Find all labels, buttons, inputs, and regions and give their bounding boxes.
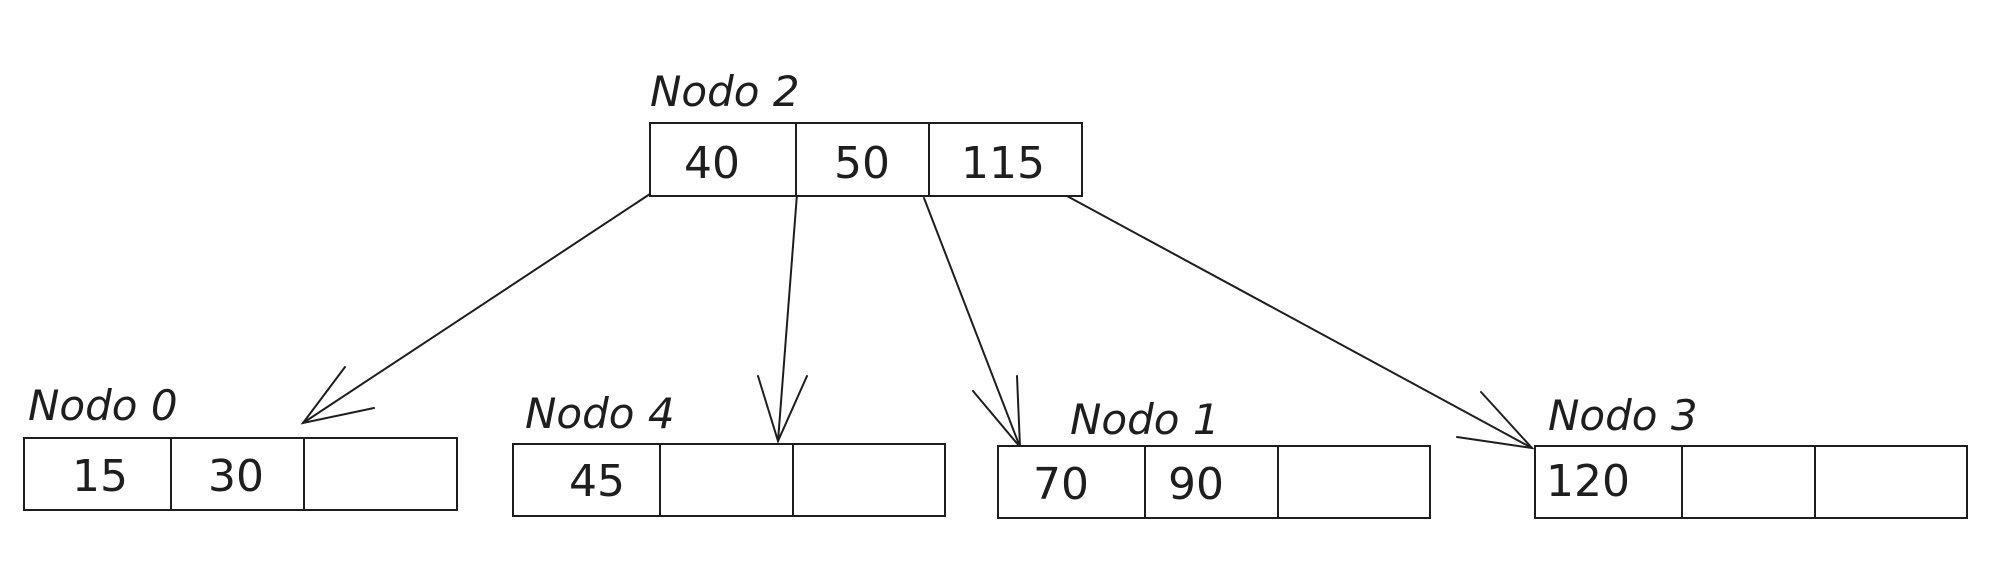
node-nodo-3: Nodo 3 120 [1534, 391, 1968, 519]
node-title: Nodo 2 [650, 67, 800, 116]
key-value: 45 [569, 456, 625, 507]
node-nodo-1: Nodo 1 70 90 [997, 395, 1431, 519]
edge-nodo2-nodo0 [300, 191, 654, 425]
node-nodo-0: Nodo 0 15 30 [23, 381, 458, 511]
key-cell [303, 437, 458, 511]
node-title: Nodo 1 [1070, 395, 1220, 444]
edge-nodo2-nodo3 [1066, 195, 1535, 450]
node-title: Nodo 3 [1548, 391, 1698, 440]
key-cell [1681, 445, 1816, 519]
key-value: 90 [1168, 459, 1224, 510]
node-title: Nodo 0 [28, 381, 178, 430]
key-value: 15 [72, 451, 128, 502]
key-value: 40 [684, 138, 740, 189]
key-cell [792, 443, 946, 517]
key-value: 115 [961, 138, 1045, 189]
key-cell [659, 443, 794, 517]
edge-nodo2-nodo1 [923, 197, 1022, 450]
edges [300, 191, 1535, 450]
key-value: 30 [208, 451, 264, 502]
key-value: 120 [1546, 456, 1630, 507]
key-cell [928, 122, 1083, 197]
edge-nodo2-nodo4 [757, 193, 808, 444]
node-nodo-4: Nodo 4 45 [512, 389, 946, 517]
key-cell [170, 437, 305, 511]
key-cell [1814, 445, 1968, 519]
key-cell [1277, 445, 1431, 519]
node-title: Nodo 4 [525, 389, 675, 438]
key-cell [649, 122, 797, 197]
key-value: 50 [834, 138, 890, 189]
key-cell [1534, 445, 1683, 519]
key-cell [997, 445, 1146, 519]
key-value: 70 [1033, 459, 1089, 510]
node-nodo-2: Nodo 2 40 50 115 [649, 67, 1083, 197]
key-cell [795, 122, 930, 197]
